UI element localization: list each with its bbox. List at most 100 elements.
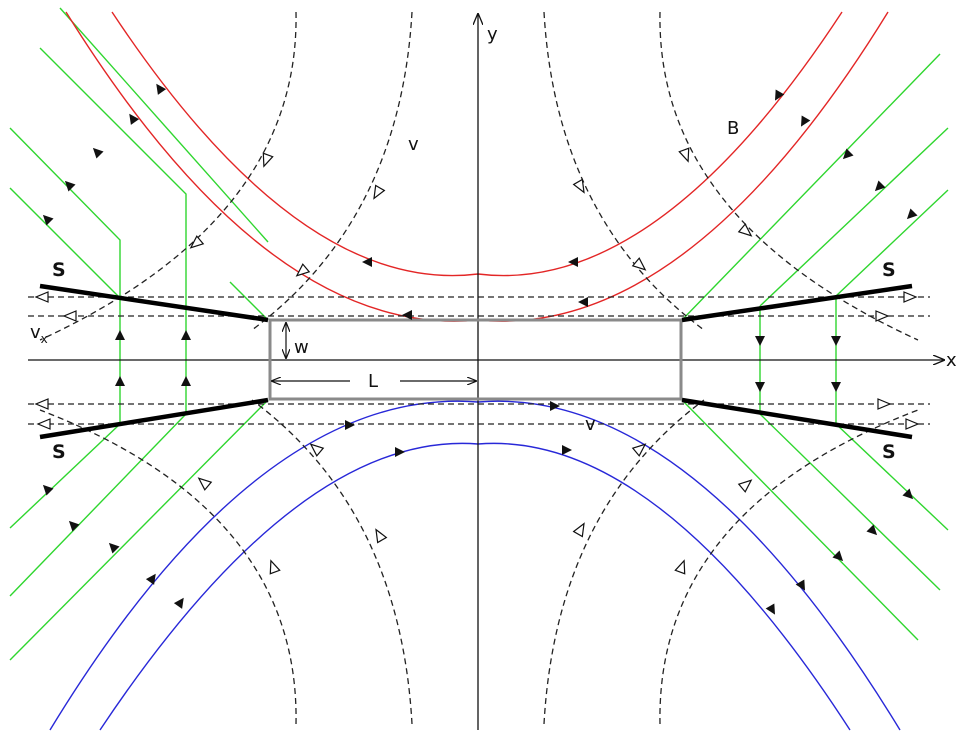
y-axis-label: y <box>487 24 498 45</box>
side-field-lines-left <box>9 7 269 661</box>
flow-arrow-17 <box>309 443 325 457</box>
green-line-right-8 <box>681 399 919 641</box>
arrow-blue-8 <box>765 603 775 615</box>
arrow-blue-5 <box>145 573 156 585</box>
green-line-left-4 <box>59 7 269 243</box>
arrow-red-7 <box>775 89 785 101</box>
flow-arrow-13 <box>903 291 918 303</box>
flow-arrow-20 <box>269 559 281 575</box>
green-line-right-3 <box>681 53 941 321</box>
arrow-green-9 <box>68 520 80 532</box>
separatrix-label-bottom-right: S <box>882 441 896 463</box>
blue-line-outer <box>99 442 851 731</box>
flow-top-left-2 <box>251 11 413 331</box>
flow-top-right-2 <box>659 11 919 341</box>
green-line-left-2 <box>9 187 121 299</box>
arrow-green-16 <box>755 382 765 392</box>
flow-label-v-bottom: v <box>585 414 596 435</box>
flow-arrow-22 <box>737 479 753 493</box>
arrow-red-1 <box>156 83 167 95</box>
flow-lines <box>28 11 930 725</box>
half-length-label-L: L <box>368 371 378 392</box>
flow-top-left-1 <box>39 11 297 341</box>
flow-arrow-10 <box>62 310 77 322</box>
outflow-label-vx: vx <box>30 322 48 346</box>
arrow-green-4 <box>115 330 125 340</box>
arrow-green-7 <box>181 376 191 386</box>
separatrix-label-bottom-left: S <box>52 441 66 463</box>
arrow-blue-6 <box>173 597 184 609</box>
separatrix-label-top-right: S <box>882 259 896 281</box>
half-width-label-w: w <box>294 337 309 358</box>
flow-arrow-8 <box>737 223 753 237</box>
field-arrowheads <box>42 83 918 615</box>
green-line-right-7 <box>759 413 941 591</box>
arrow-green-1 <box>42 214 54 226</box>
x-axis-label: x <box>946 350 957 371</box>
arrow-red-2 <box>129 113 140 125</box>
flow-arrow-19 <box>375 528 388 544</box>
flow-arrow-16 <box>905 418 920 430</box>
field-label-B: B <box>727 118 739 139</box>
separatrix-top-left <box>39 283 269 323</box>
flow-arrow-23 <box>572 522 585 538</box>
arrow-red-4 <box>402 310 412 320</box>
arrow-red-8 <box>801 115 811 127</box>
green-line-right-1 <box>835 189 949 297</box>
separatrix-top-right <box>681 283 913 323</box>
green-line-left-3 <box>39 47 187 308</box>
flow-bottom-right-2 <box>659 409 919 725</box>
arrow-green-17 <box>831 382 841 392</box>
flow-label-v-top: v <box>408 134 419 155</box>
arrow-red-3 <box>362 257 372 267</box>
arrow-green-5 <box>181 330 191 340</box>
arrow-green-20 <box>832 550 844 562</box>
separatrix-bottom-right <box>681 397 913 440</box>
dimension-markers <box>272 323 476 381</box>
arrow-red-5 <box>568 257 578 267</box>
labels: y x B v v vx w L S S S S <box>30 24 957 463</box>
flow-arrow-2 <box>189 235 205 249</box>
current-sheet <box>268 318 683 401</box>
arrow-blue-4 <box>562 445 572 455</box>
flow-arrow-7 <box>678 147 690 163</box>
arrow-blue-7 <box>795 579 805 591</box>
green-line-left-7 <box>9 423 121 529</box>
arrow-blue-2 <box>395 447 405 457</box>
flow-arrow-5 <box>572 178 585 194</box>
field-lines-above <box>65 11 889 322</box>
flow-arrow-1 <box>262 152 274 168</box>
blue-line-inner <box>49 400 901 731</box>
arrow-green-8 <box>42 484 54 496</box>
arrow-green-15 <box>831 336 841 346</box>
flow-top-right-1 <box>543 11 705 331</box>
flow-arrow-11 <box>34 398 49 410</box>
red-line-outer <box>111 11 843 277</box>
side-field-lines-right <box>681 53 949 641</box>
flow-arrow-15 <box>877 398 892 410</box>
flow-arrow-12 <box>36 418 51 430</box>
green-line-right-2 <box>759 127 949 307</box>
flow-arrow-4 <box>295 263 311 277</box>
arrow-green-3 <box>92 147 104 159</box>
axes <box>28 14 944 730</box>
arrow-green-6 <box>115 376 125 386</box>
flow-bottom-left-2 <box>251 399 413 725</box>
green-line-left-9 <box>9 399 269 661</box>
green-line-left-1 <box>9 127 121 300</box>
flow-arrowheads <box>34 147 920 575</box>
outflow-label-vx-main: v <box>30 322 41 343</box>
flow-arrow-14 <box>875 310 890 322</box>
flow-arrow-18 <box>197 477 213 491</box>
arrow-blue-1 <box>345 420 355 430</box>
separatrix-bottom-left <box>39 397 269 440</box>
flow-bottom-right-1 <box>543 399 705 725</box>
arrow-green-19 <box>866 524 878 536</box>
green-line-left-10 <box>229 281 269 321</box>
separatrix-label-top-left: S <box>52 259 66 281</box>
separatrices <box>39 283 913 440</box>
arrow-green-2 <box>64 180 76 192</box>
flow-arrow-3 <box>373 184 386 200</box>
arrow-green-12 <box>874 180 886 192</box>
green-line-right-6 <box>835 423 949 531</box>
